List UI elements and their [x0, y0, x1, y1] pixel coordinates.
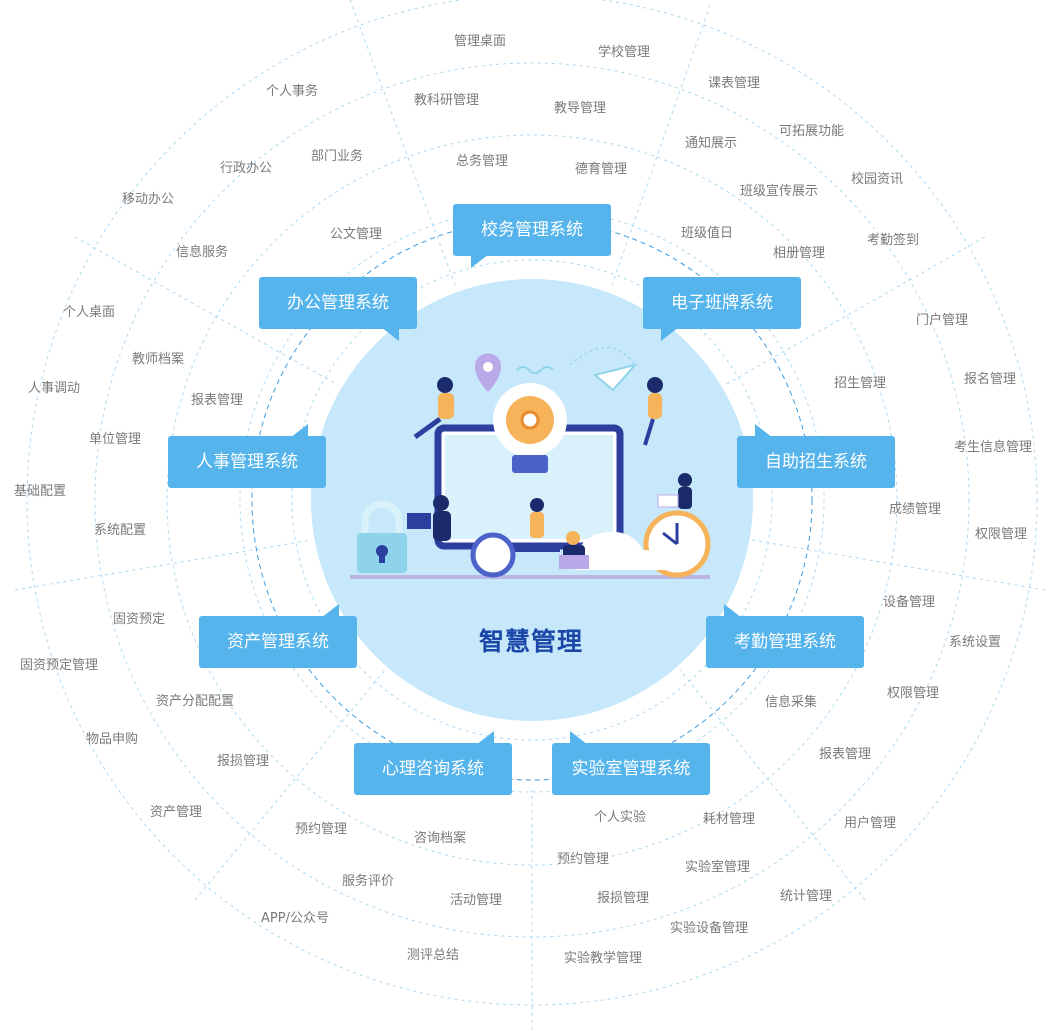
- system-label: 实验室管理系统: [571, 759, 691, 779]
- feature-label: 资产分配配置: [156, 694, 235, 709]
- feature-label: 系统设置: [949, 635, 1002, 650]
- feature-label: 成绩管理: [889, 502, 942, 517]
- feature-label: 部门业务: [311, 149, 364, 164]
- system-box-kaoqin[interactable]: 考勤管理系统: [706, 604, 864, 668]
- callout-tail: [381, 327, 399, 341]
- feature-label: 校园资讯: [851, 172, 904, 187]
- feature-label: 测评总结: [407, 948, 460, 963]
- feature-label: 物品申购: [86, 732, 139, 747]
- feature-label: 报表管理: [819, 747, 872, 762]
- feature-label: 公文管理: [330, 227, 383, 242]
- feature-label: 报表管理: [191, 393, 244, 408]
- office-team-illustration: [350, 347, 711, 579]
- feature-label: APP/公众号: [261, 911, 329, 926]
- feature-label: 行政办公: [220, 161, 273, 176]
- feature-label: 系统配置: [94, 523, 147, 538]
- system-label: 资产管理系统: [227, 632, 329, 652]
- feature-label: 实验设备管理: [670, 921, 749, 936]
- feature-label: 通知展示: [685, 136, 738, 151]
- callout-tail: [661, 327, 679, 341]
- feature-label: 教科研管理: [414, 93, 480, 108]
- feature-label: 班级值日: [681, 226, 734, 241]
- system-box-renshi[interactable]: 人事管理系统: [168, 424, 326, 488]
- feature-label: 耗材管理: [703, 812, 756, 827]
- feature-label: 移动办公: [122, 192, 175, 207]
- feature-label: 设备管理: [883, 595, 936, 610]
- feature-label: 课表管理: [708, 76, 761, 91]
- feature-label: 信息服务: [176, 245, 229, 260]
- feature-label: 招生管理: [834, 376, 887, 391]
- feature-label: 个人事务: [266, 84, 319, 99]
- feature-label: 报名管理: [964, 372, 1017, 387]
- feature-label: 人事调动: [28, 381, 81, 396]
- feature-label: 统计管理: [780, 889, 833, 904]
- feature-label: 信息采集: [765, 695, 818, 710]
- feature-label: 管理桌面: [454, 34, 507, 49]
- feature-label: 总务管理: [456, 154, 509, 169]
- feature-label: 固资预定: [113, 612, 166, 627]
- callout-tail: [471, 254, 489, 268]
- feature-label: 报损管理: [217, 754, 270, 769]
- feature-label: 实验教学管理: [564, 951, 643, 966]
- feature-label: 实验室管理: [685, 860, 751, 875]
- callout-tail: [755, 424, 773, 438]
- system-box-xiaowu[interactable]: 校务管理系统: [453, 204, 611, 268]
- feature-label: 德育管理: [575, 162, 628, 177]
- feature-label: 咨询档案: [414, 831, 467, 846]
- callout-tail: [724, 604, 742, 618]
- system-box-xinli[interactable]: 心理咨询系统: [354, 731, 512, 795]
- system-label: 校务管理系统: [481, 220, 583, 240]
- feature-label: 考生信息管理: [954, 440, 1033, 455]
- feature-label: 教师档案: [132, 352, 185, 367]
- feature-label: 门户管理: [916, 313, 969, 328]
- feature-label: 单位管理: [89, 432, 142, 447]
- feature-label: 基础配置: [14, 484, 67, 499]
- feature-label: 报损管理: [597, 891, 650, 906]
- feature-label: 资产管理: [150, 805, 203, 820]
- feature-label: 权限管理: [975, 527, 1028, 542]
- system-box-banpai[interactable]: 电子班牌系统: [643, 277, 801, 341]
- system-label: 考勤管理系统: [734, 632, 836, 652]
- feature-label: 服务评价: [342, 874, 395, 889]
- system-box-shiyan[interactable]: 实验室管理系统: [552, 731, 710, 795]
- feature-label: 预约管理: [557, 852, 610, 867]
- feature-label: 用户管理: [844, 816, 897, 831]
- callout-tail: [290, 424, 308, 438]
- feature-label: 可拓展功能: [779, 124, 845, 139]
- feature-label: 预约管理: [295, 822, 348, 837]
- callout-tail: [476, 731, 494, 745]
- feature-label: 个人实验: [594, 810, 647, 825]
- feature-label: 相册管理: [773, 246, 826, 261]
- feature-label: 班级宣传展示: [740, 184, 819, 199]
- system-box-bangong[interactable]: 办公管理系统: [259, 277, 417, 341]
- system-label: 自助招生系统: [765, 452, 867, 472]
- feature-label: 学校管理: [598, 45, 651, 60]
- system-label: 办公管理系统: [287, 293, 389, 313]
- system-box-zhaosheng[interactable]: 自助招生系统: [737, 424, 895, 488]
- system-label: 人事管理系统: [196, 452, 298, 472]
- feature-label: 活动管理: [450, 893, 503, 908]
- feature-label: 个人桌面: [63, 305, 116, 320]
- feature-label: 考勤签到: [867, 233, 920, 248]
- feature-label: 权限管理: [887, 686, 940, 701]
- callout-tail: [570, 731, 588, 745]
- feature-label: 固资预定管理: [20, 658, 99, 673]
- system-label: 心理咨询系统: [382, 759, 484, 779]
- feature-label: 教导管理: [554, 101, 607, 116]
- system-box-zichan[interactable]: 资产管理系统: [199, 604, 357, 668]
- center-title: 智慧管理: [478, 627, 583, 656]
- system-label: 电子班牌系统: [671, 293, 773, 313]
- callout-tail: [321, 604, 339, 618]
